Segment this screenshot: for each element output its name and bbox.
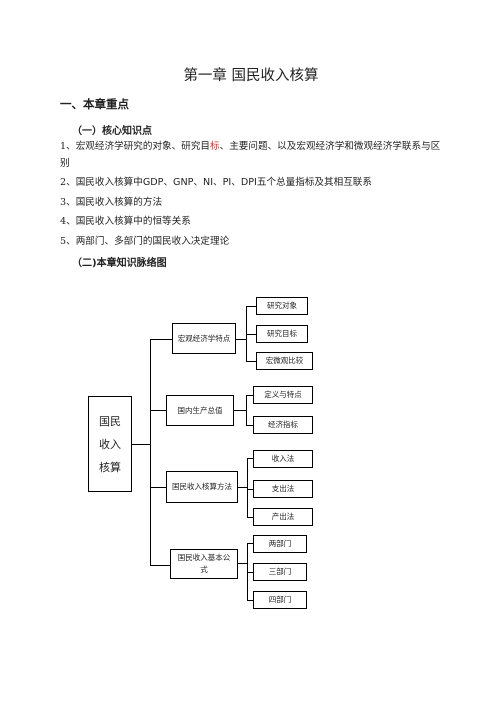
- branch-4-spine: [247, 543, 248, 600]
- child-label: 两部门: [268, 539, 292, 548]
- chapter-title: 第一章 国民收入核算: [183, 68, 319, 84]
- branch-2-spine: [246, 395, 247, 425]
- point-1-text-red: 标: [210, 141, 220, 152]
- child-two-sector: 两部门: [253, 535, 307, 553]
- b3-child-2-link: [247, 489, 253, 490]
- b4-child-2-link: [247, 572, 253, 573]
- root-line-2: 收入: [99, 437, 121, 451]
- b1-child-2-link: [246, 334, 256, 335]
- child-label: 支出法: [271, 484, 295, 493]
- b3-child-1-link: [247, 458, 253, 459]
- point-2-text-a: 2、国民收入核算中: [60, 177, 143, 188]
- subsection-core-points: （一）核心知识点: [72, 126, 152, 137]
- b2-child-2-link: [246, 425, 253, 426]
- point-2: 2、国民收入核算中GDP、GNP、NI、PI、DPI五个总量指标及其相互联系: [60, 175, 372, 190]
- root-node: 国民 收入 核算: [88, 396, 132, 492]
- child-definition-features: 定义与特点: [253, 386, 313, 404]
- child-label: 宏微观比较: [265, 356, 304, 365]
- child-output-method: 产出法: [253, 508, 313, 526]
- branch-2-out: [234, 410, 246, 411]
- child-research-goal: 研究目标: [256, 325, 308, 343]
- b4-child-3-link: [247, 600, 253, 601]
- child-label: 研究对象: [267, 301, 297, 310]
- child-label: 经济指标: [268, 420, 298, 429]
- branch-macro-features: 宏观经济学特点: [172, 323, 236, 354]
- b2-child-1-link: [246, 395, 253, 396]
- root-line-3: 核算: [99, 460, 121, 474]
- branch-1-connector: [150, 339, 172, 340]
- branch-accounting-methods: 国民收入核算方法: [166, 471, 238, 503]
- child-three-sector: 三部门: [253, 563, 307, 581]
- point-5: 5、两部门、多部门的国民收入决定理论: [60, 236, 230, 247]
- b1-child-1-link: [246, 306, 256, 307]
- point-2-text-c: 五个总量指标及其相互联系: [256, 177, 372, 188]
- child-label: 三部门: [268, 567, 292, 576]
- trunk-line: [150, 339, 151, 565]
- child-label: 定义与特点: [264, 390, 302, 399]
- child-label: 四部门: [268, 595, 292, 604]
- section-heading: 一、本章重点: [60, 97, 129, 111]
- b1-child-3-link: [246, 361, 256, 362]
- child-label: 收入法: [271, 454, 295, 463]
- branch-4-connector: [150, 565, 170, 566]
- branch-2-label: 国内生产总值: [177, 405, 223, 415]
- point-1: 1、宏观经济学研究的对象、研究目标、主要问题、以及宏观经济学和微观经济学联系与区…: [60, 138, 445, 172]
- branch-1-spine: [246, 306, 247, 361]
- child-income-method: 收入法: [253, 450, 313, 468]
- point-3: 3、国民收入核算的方法: [60, 197, 163, 208]
- child-economic-indicators: 经济指标: [253, 416, 313, 434]
- branch-1-out: [236, 339, 246, 340]
- child-macro-micro-compare: 宏微观比较: [256, 352, 313, 370]
- child-label: 研究目标: [267, 329, 297, 338]
- child-label: 产出法: [271, 512, 295, 521]
- child-four-sector: 四部门: [253, 591, 307, 609]
- b4-child-1-link: [247, 543, 253, 544]
- point-1-text-b: 、主要问题、以及宏观经济学和微观经济学联系与区别: [60, 141, 441, 169]
- branch-4-out: [238, 563, 247, 564]
- branch-3-label: 国民收入核算方法: [172, 482, 232, 491]
- branch-3-out: [238, 487, 247, 488]
- branch-2-connector: [150, 410, 166, 411]
- branch-1-label: 宏观经济学特点: [177, 333, 231, 343]
- point-4: 4、国民收入核算中的恒等关系: [60, 216, 191, 227]
- branch-basic-formula: 国民收入基本公式: [170, 549, 238, 579]
- branch-4-label: 国民收入基本公式: [177, 553, 231, 574]
- child-research-object: 研究对象: [256, 297, 308, 315]
- b3-child-3-link: [247, 517, 253, 518]
- point-1-text-a: 1、宏观经济学研究的对象、研究目: [60, 141, 211, 152]
- subsection-knowledge-map: （二)本章知识脉络图: [72, 258, 167, 269]
- branch-3-connector: [150, 487, 166, 488]
- branch-gdp: 国内生产总值: [166, 395, 234, 426]
- root-connector: [132, 444, 150, 445]
- branch-3-spine: [247, 458, 248, 517]
- root-line-1: 国民: [99, 414, 121, 428]
- child-expenditure-method: 支出法: [253, 480, 313, 498]
- point-2-indicators: GDP、GNP、NI、PI、DPI: [142, 177, 257, 188]
